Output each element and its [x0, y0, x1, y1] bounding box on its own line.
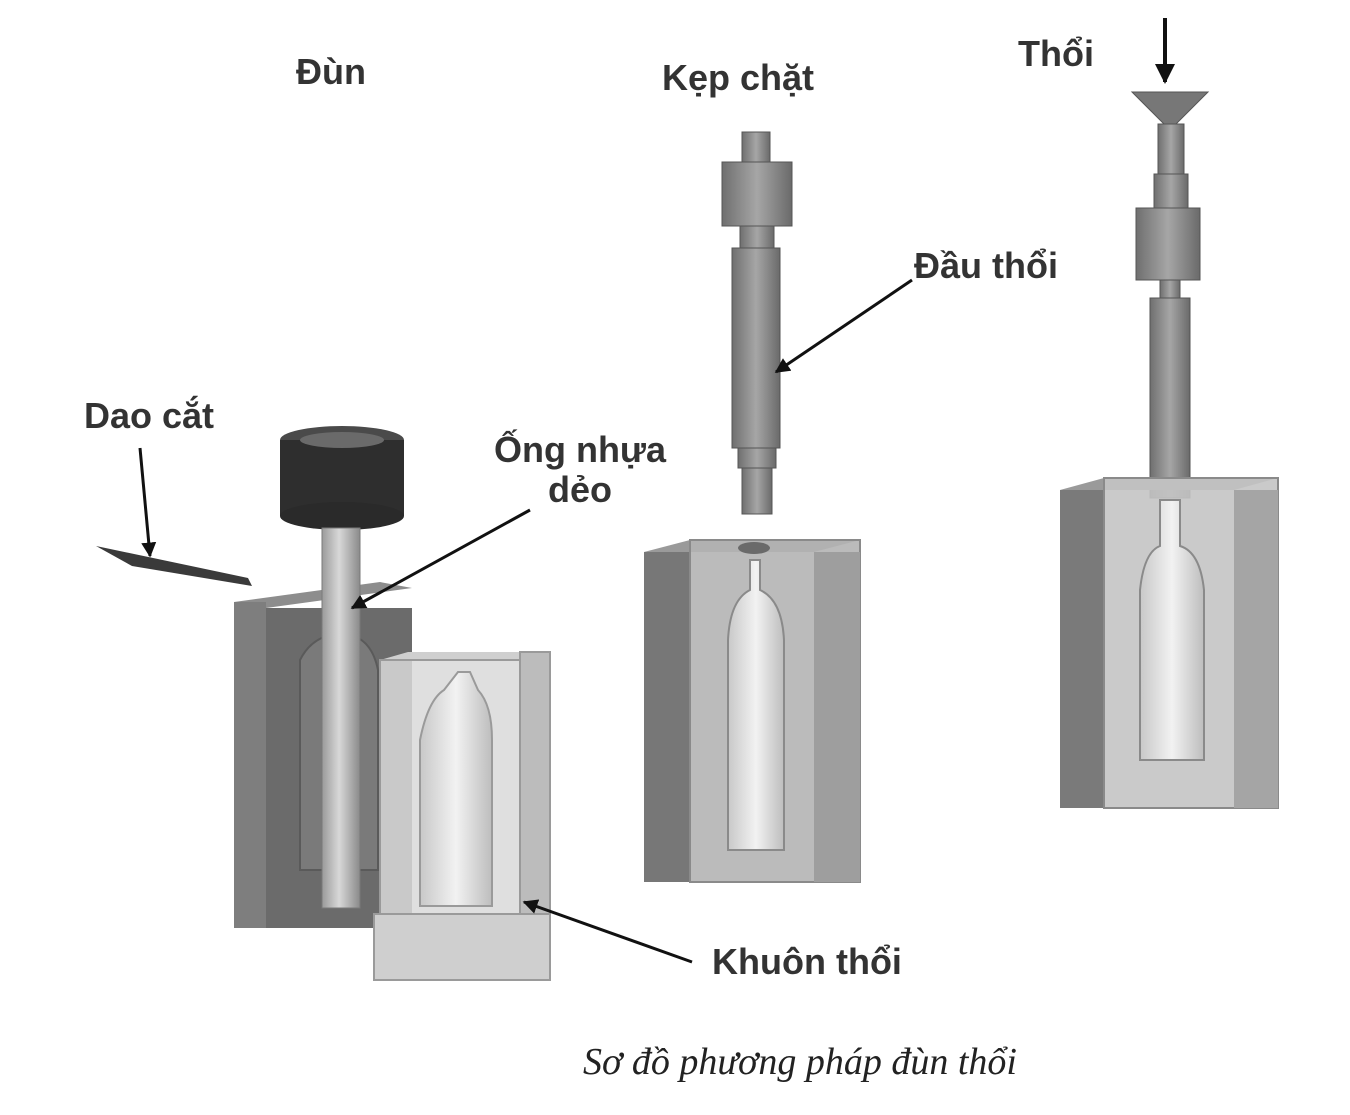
label-parison-line2: dẻo	[547, 468, 612, 510]
extruder-die-head	[280, 426, 404, 530]
extrusion-stage	[96, 426, 551, 981]
label-blow-mold: Khuôn thổi	[712, 941, 902, 982]
cutter-blade	[96, 546, 252, 586]
label-blow-pin: Đầu thổi	[914, 245, 1058, 286]
blow-pin-inserted	[1130, 91, 1210, 499]
clamped-mold	[644, 539, 861, 883]
label-parison: Ống nhựa dẻo	[470, 430, 690, 509]
stage-label-extrude: Đùn	[296, 51, 366, 92]
blow-mold-arrow	[522, 899, 693, 964]
blowing-mold	[1060, 477, 1279, 809]
parison-arrow	[350, 508, 531, 610]
parison-tube	[321, 527, 361, 909]
label-parison-line1: Ống nhựa	[493, 429, 667, 470]
figure-caption: Sơ đồ phương pháp đùn thổi	[583, 1041, 1017, 1083]
blowing-stage	[1060, 18, 1279, 809]
clamping-stage	[644, 131, 861, 883]
label-cutter: Dao cắt	[84, 395, 215, 436]
stage-label-clamp: Kẹp chặt	[662, 57, 815, 98]
right-mold-half	[373, 651, 551, 981]
blow-pin	[721, 131, 793, 515]
pointer-arrows	[138, 278, 913, 964]
stage-label-blow: Thổi	[1018, 33, 1094, 74]
blow-pin-arrow	[774, 278, 913, 374]
cutter-arrow	[138, 447, 157, 558]
